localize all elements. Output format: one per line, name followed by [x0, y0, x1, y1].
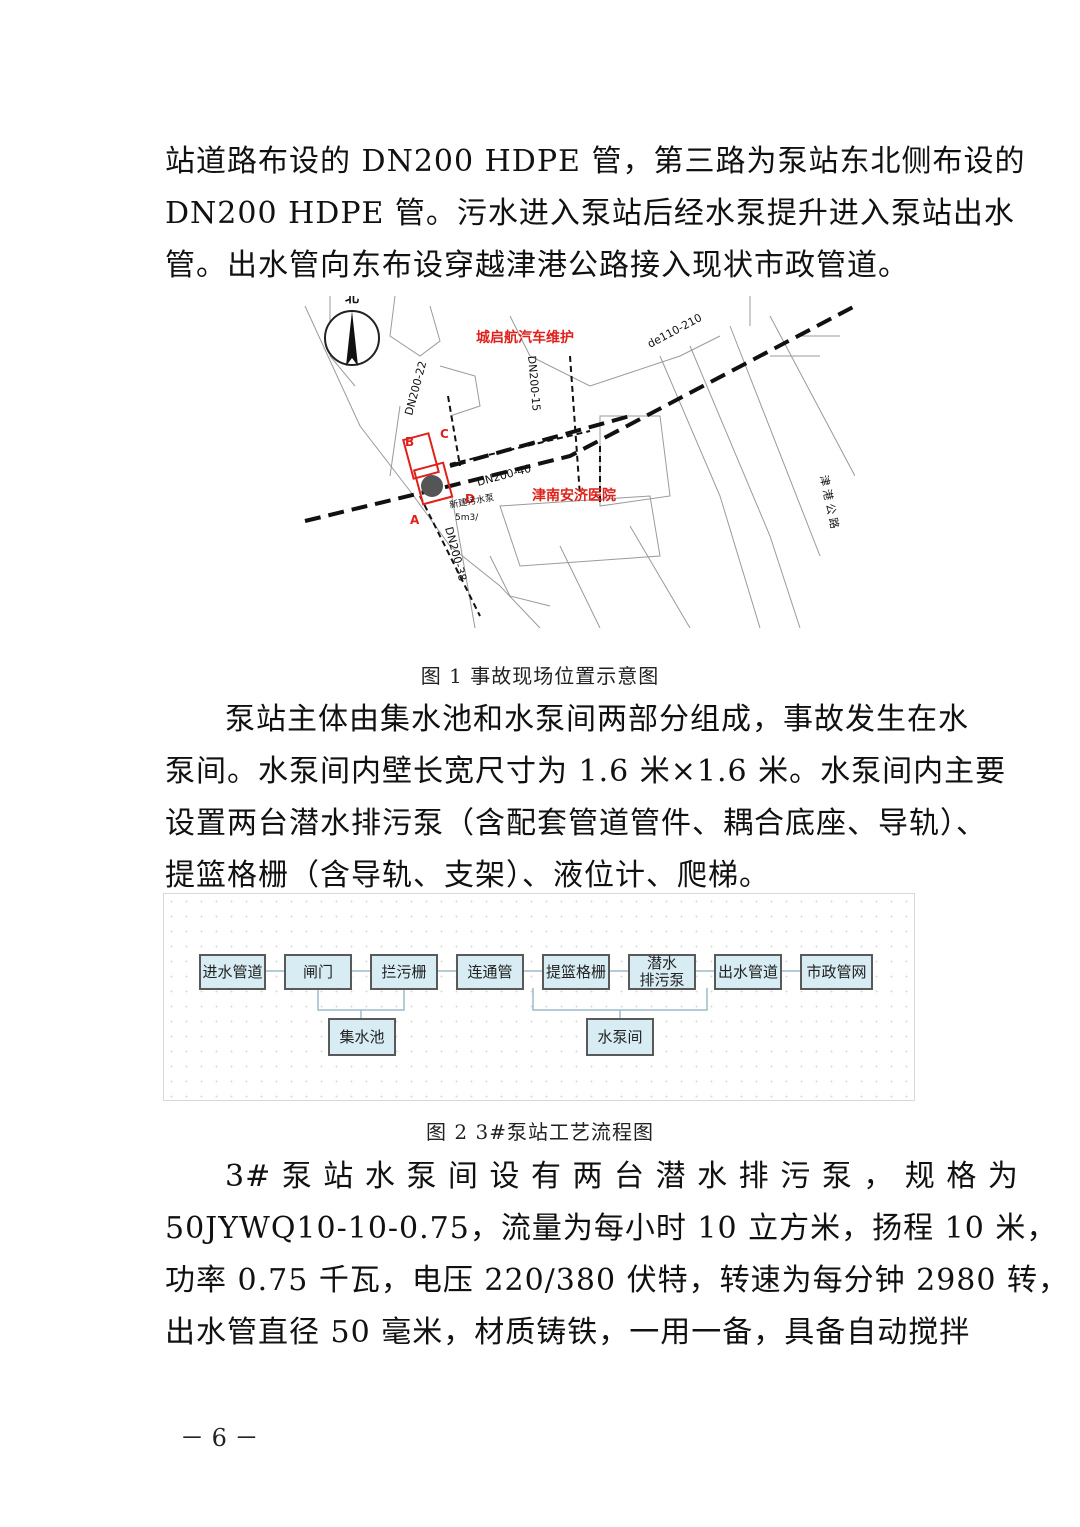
point-d-label: D [465, 492, 475, 506]
flow-box-submersible-pump: 潜水 排污泵 [628, 954, 696, 990]
text-line: 泵间。水泵间内壁长宽尺寸为 1.6 米×1.6 米。水泵间内主要 [165, 754, 1007, 789]
north-arrow-icon: 北 [324, 296, 380, 366]
text-line: 出水管直径 50 毫米，材质铸铁，一用一备，具备自动搅拌 [165, 1315, 971, 1350]
text-line: 泵站主体由集水池和水泵间两部分组成，事故发生在水 [225, 702, 969, 737]
pipeline-minor [419, 355, 601, 617]
flow-box-trash-rack: 拦污栅 [370, 954, 438, 990]
pipe-dn200-38-label: DN200-38 [442, 525, 469, 582]
text-line: 3# 泵 站 水 泵 间 设 有 两 台 潜 水 排 污 泵 ， 规 格 为 [225, 1159, 1019, 1194]
company-label: 城启航汽车维护 [476, 329, 574, 346]
point-a-label: A [410, 513, 420, 527]
paragraph-pump-station: 泵站主体由集水池和水泵间两部分组成，事故发生在水 泵间。水泵间内壁长宽尺寸为 1… [165, 694, 1007, 902]
text-line: 站道路布设的 DN200 HDPE 管，第三路为泵站东北侧布设的 [165, 144, 1026, 179]
hospital-label: 津南安济医院 [532, 487, 616, 504]
pump-station-marker [402, 432, 454, 506]
point-b-label: B [405, 435, 414, 449]
text-line: 管。出水管向东布设穿越津港公路接入现状市政管道。 [165, 248, 909, 283]
flow-box-inlet-pipe: 进水管道 [199, 954, 266, 990]
north-label: 北 [345, 296, 359, 306]
map-base-lines [304, 296, 855, 628]
point-c-label: C [440, 427, 449, 441]
paragraph-intro: 站道路布设的 DN200 HDPE 管，第三路为泵站东北侧布设的 DN200 H… [165, 136, 1026, 292]
flow-box-pump-room: 水泵间 [586, 1018, 654, 1056]
pipe-dn200-15-label: DN200-15 [525, 355, 543, 412]
text-line: DN200 HDPE 管。污水进入泵站后经水泵提升进入泵站出水 [165, 196, 1015, 231]
paragraph-pump-specs: 3# 泵 站 水 泵 间 设 有 两 台 潜 水 排 污 泵 ， 规 格 为 5… [165, 1151, 1069, 1359]
flow-box-gate: 闸门 [284, 954, 352, 990]
flow-connectors [266, 970, 800, 1018]
figure-2-caption: 图 2 3#泵站工艺流程图 [426, 1120, 654, 1144]
station-size-label: 5m3/ [455, 513, 479, 523]
text-line: 功率 0.75 千瓦，电压 220/380 伏特，转速为每分钟 2980 转， [165, 1263, 1069, 1298]
flow-box-municipal-network: 市政管网 [800, 954, 873, 990]
flow-box-connector: 连通管 [456, 954, 524, 990]
pipe-de110-label: de110-210 [645, 311, 704, 351]
road-label: 津 港 公 路 [817, 474, 841, 530]
text-line: 设置两台潜水排污泵（含配套管道管件、耦合底座、导轨）、 [165, 806, 987, 841]
flow-box-basket-screen: 提篮格栅 [542, 954, 610, 990]
flow-box-sump: 集水池 [328, 1018, 396, 1056]
figure-1-caption: 图 1 事故现场位置示意图 [420, 664, 660, 688]
site-location-map: 北 B C D A 城启航汽车维护 津南安济医院 de110-210 DN200… [304, 296, 855, 628]
text-line: 提篮格栅（含导轨、支架）、液位计、爬梯。 [165, 858, 770, 893]
text-line: 50JYWQ10-10-0.75，流量为每小时 10 立方米，扬程 10 米， [165, 1211, 1058, 1246]
page-number: － 6 － [180, 1424, 259, 1452]
pipe-dn200-22-label: DN200-22 [402, 360, 429, 417]
flow-box-outlet-pipe: 出水管道 [714, 954, 782, 990]
process-flow-diagram: 进水管道 闸门 拦污栅 连通管 提篮格栅 潜水 排污泵 出水管道 市政管网 集水… [163, 893, 915, 1101]
pipe-dn200-40-label: DN200-40 [475, 462, 532, 489]
